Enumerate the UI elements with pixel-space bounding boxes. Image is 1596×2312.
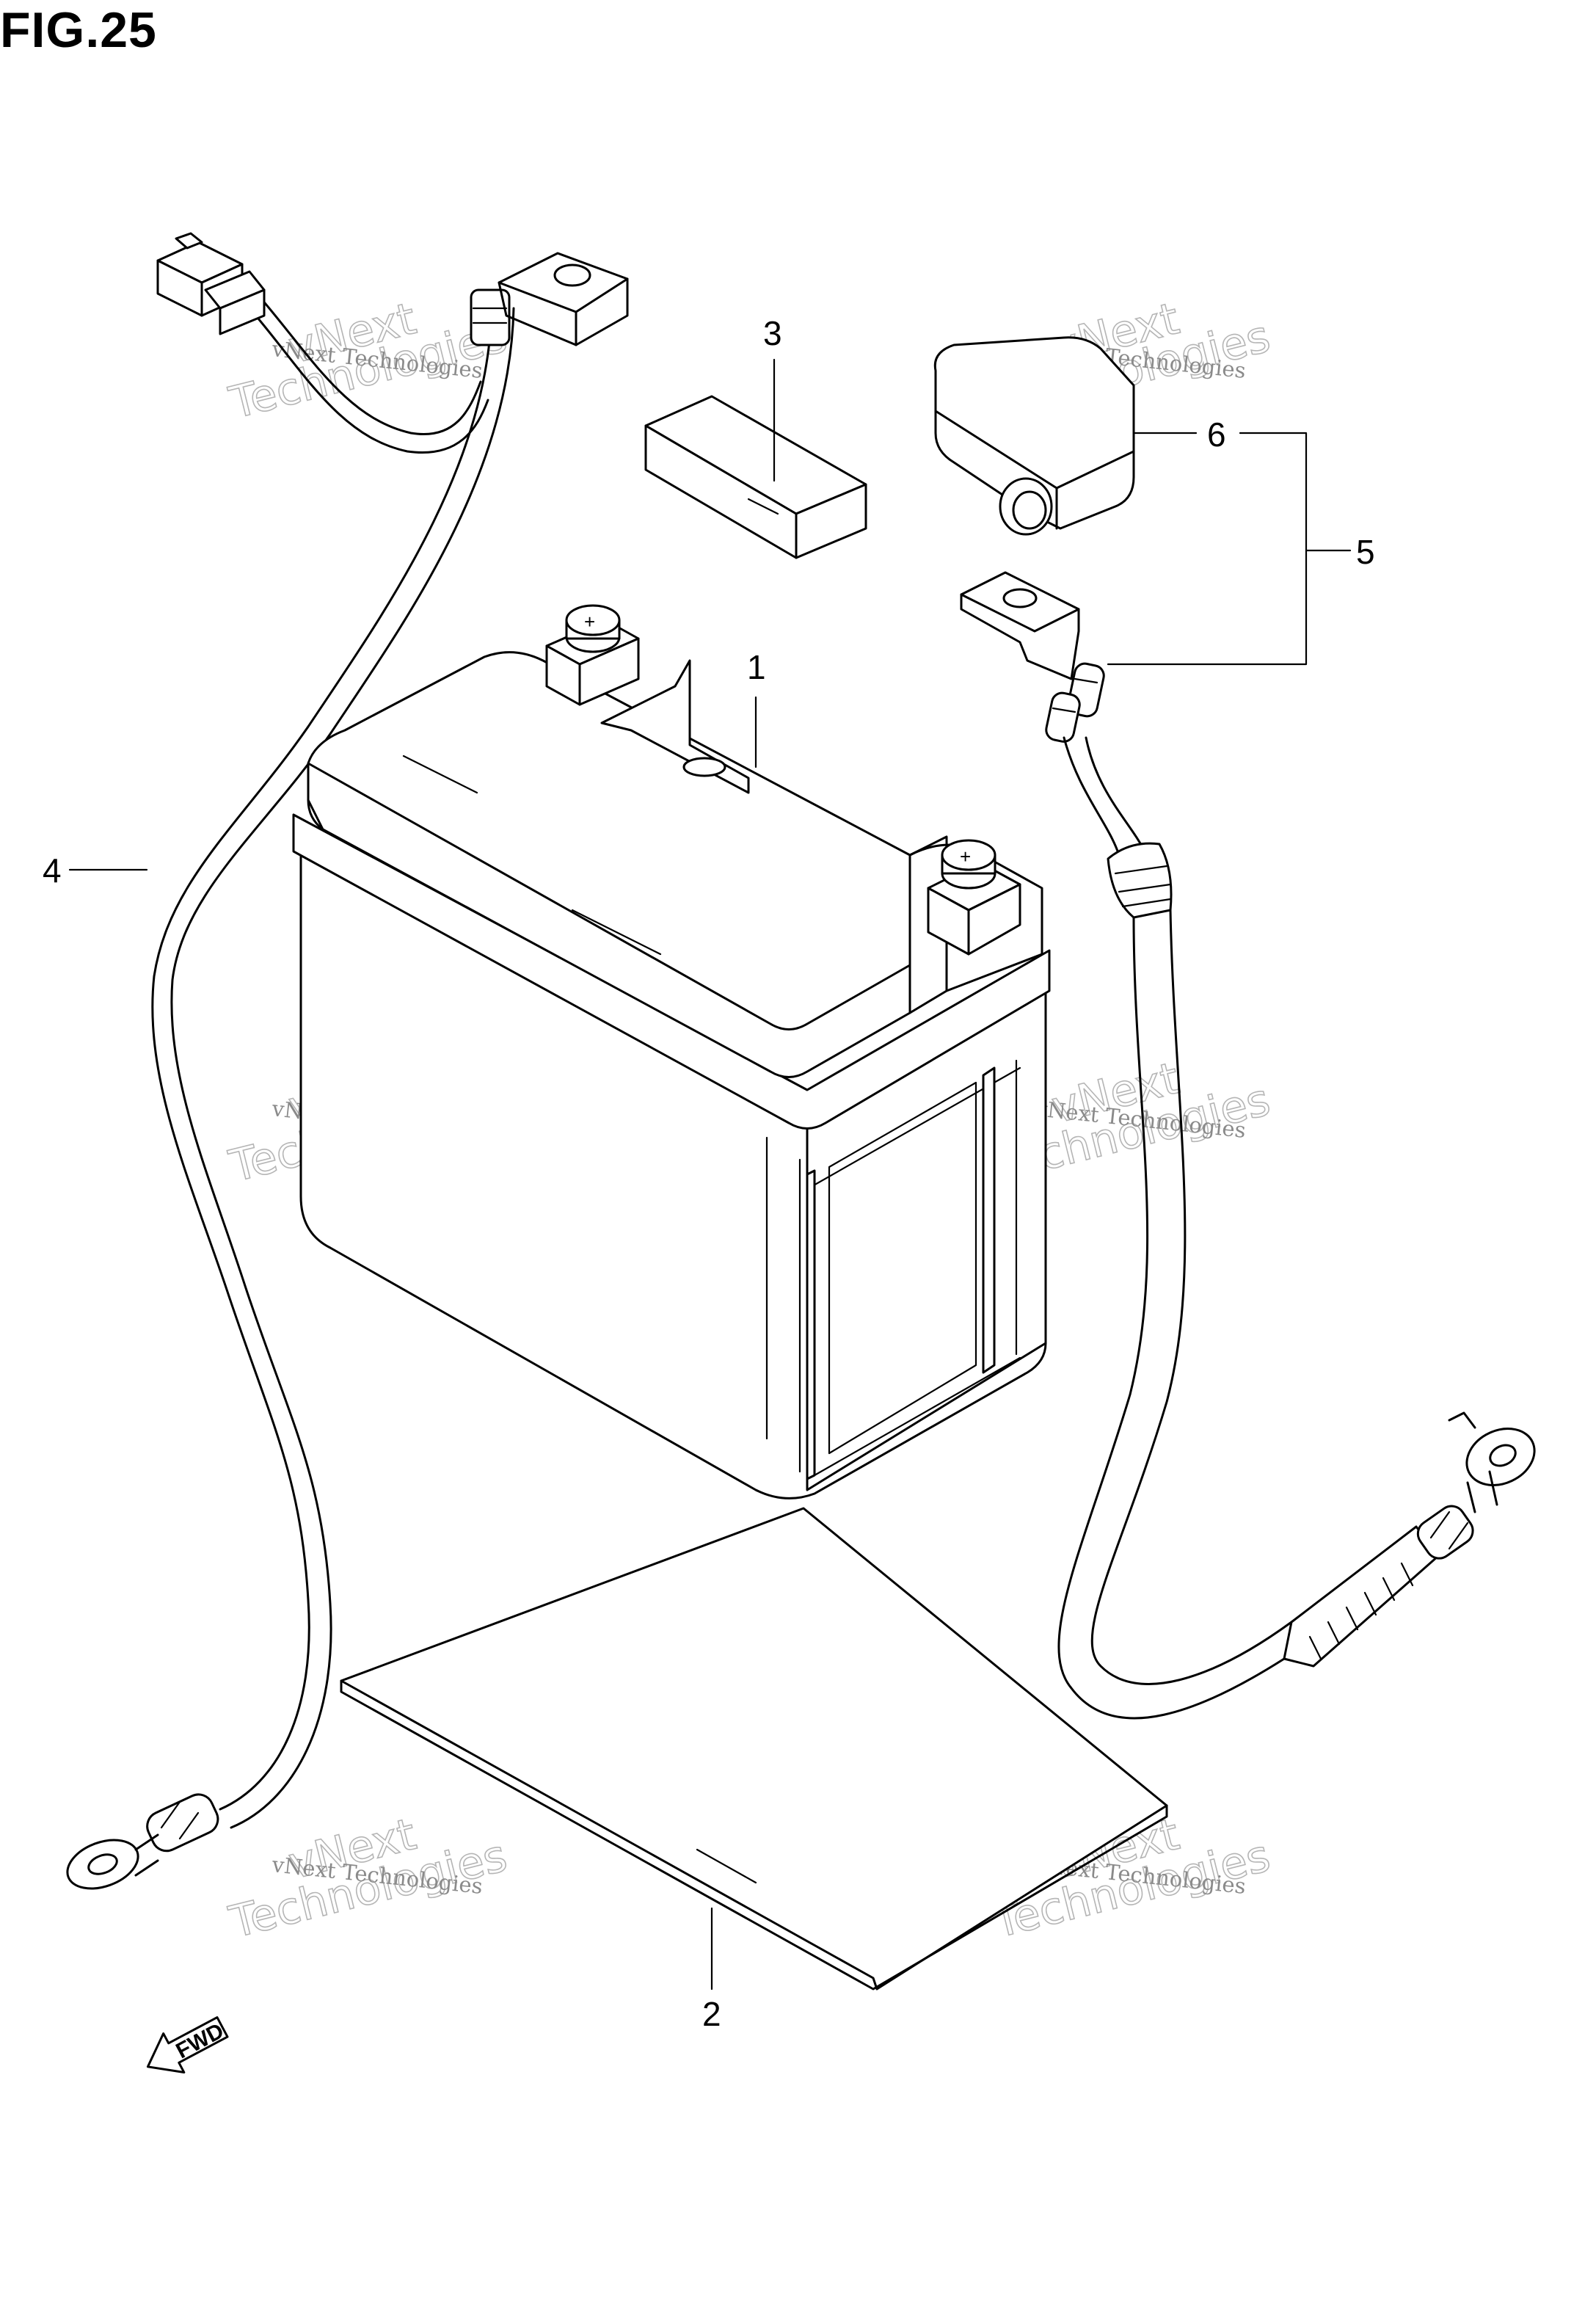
part-5-positive-cable xyxy=(960,571,1536,1720)
positive-terminal-mark: + xyxy=(960,846,971,868)
callout-leaders xyxy=(68,358,1352,1991)
callout-4: 4 xyxy=(43,851,62,890)
callout-labels: 1 2 3 4 5 6 xyxy=(43,314,1375,2033)
watermark-bottom-left: Technologies vNext vNext Technologies xyxy=(224,1808,512,1949)
part-6-terminal-cap xyxy=(933,336,1135,536)
callout-5: 5 xyxy=(1356,533,1375,571)
part-3-fuse-block xyxy=(644,395,867,559)
figure-title: FIG.25 xyxy=(0,2,157,58)
part-1-battery: + + xyxy=(292,604,1051,1499)
callout-2: 2 xyxy=(702,1995,721,2033)
negative-terminal-mark: + xyxy=(584,611,595,633)
leader-5-6 xyxy=(1107,432,1352,666)
fwd-arrow-marker: FWD xyxy=(146,2016,229,2074)
callout-6: 6 xyxy=(1207,415,1226,454)
callout-1: 1 xyxy=(747,648,766,686)
callout-3: 3 xyxy=(763,314,782,352)
part-4-negative-cable xyxy=(66,232,629,1890)
part-2-battery-pad xyxy=(340,1507,1168,1991)
